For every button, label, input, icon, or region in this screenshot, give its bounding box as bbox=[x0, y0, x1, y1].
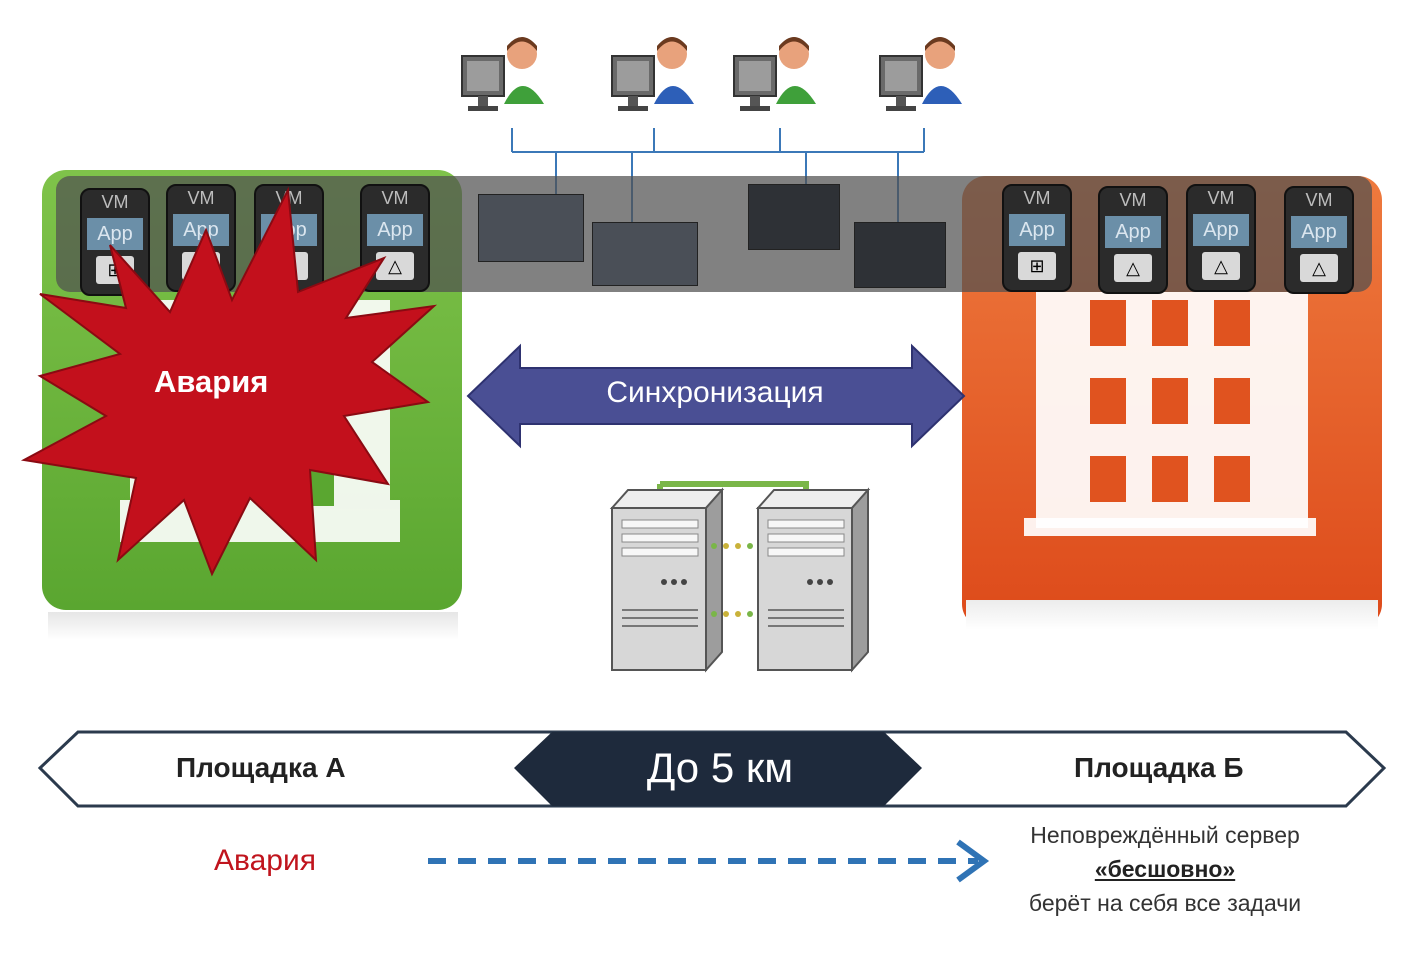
user-workstation-icon bbox=[461, 36, 544, 112]
app-window-thumbnail bbox=[748, 184, 840, 250]
app-window-thumbnail bbox=[854, 222, 946, 288]
vm-b1: VM App ⊞ bbox=[1002, 184, 1072, 292]
linux-tux-icon: △ bbox=[1312, 258, 1326, 278]
vm-a4: VM App △ bbox=[360, 184, 430, 292]
linux-tux-icon: △ bbox=[1214, 256, 1228, 276]
site-b-label: Площадка Б bbox=[1074, 752, 1244, 783]
vm-b4: VM App △ bbox=[1284, 186, 1354, 294]
server-link-dots bbox=[711, 543, 753, 617]
server-tower-icon bbox=[755, 487, 871, 673]
user-workstation-icon bbox=[611, 36, 694, 112]
site-b-reflection bbox=[966, 600, 1378, 630]
site-a-reflection bbox=[48, 612, 458, 640]
windows-logo-icon: ⊞ bbox=[1029, 256, 1045, 276]
failure-label: Авария bbox=[214, 844, 316, 877]
sync-label: Синхронизация bbox=[606, 376, 824, 409]
user-workstation-icon bbox=[879, 36, 962, 112]
linux-tux-icon: △ bbox=[1126, 258, 1140, 278]
app-window-thumbnail bbox=[592, 222, 698, 286]
site-a-label: Площадка А bbox=[176, 752, 346, 783]
app-window-thumbnail bbox=[478, 194, 584, 262]
vm-b2: VM App △ bbox=[1098, 186, 1168, 294]
linux-tux-icon: △ bbox=[388, 256, 402, 276]
user-workstation-icon bbox=[733, 36, 816, 112]
takeover-note-line1: Неповреждённый сервер bbox=[1030, 822, 1300, 848]
takeover-note-line2: «бесшовно» bbox=[1094, 856, 1236, 882]
burst-failure-label: Авария bbox=[154, 364, 269, 399]
server-tower-icon bbox=[609, 481, 809, 673]
vm-b3: VM App △ bbox=[1186, 184, 1256, 292]
distance-label: До 5 км bbox=[646, 744, 794, 791]
takeover-note-line3: берёт на себя все задачи bbox=[1028, 890, 1302, 916]
